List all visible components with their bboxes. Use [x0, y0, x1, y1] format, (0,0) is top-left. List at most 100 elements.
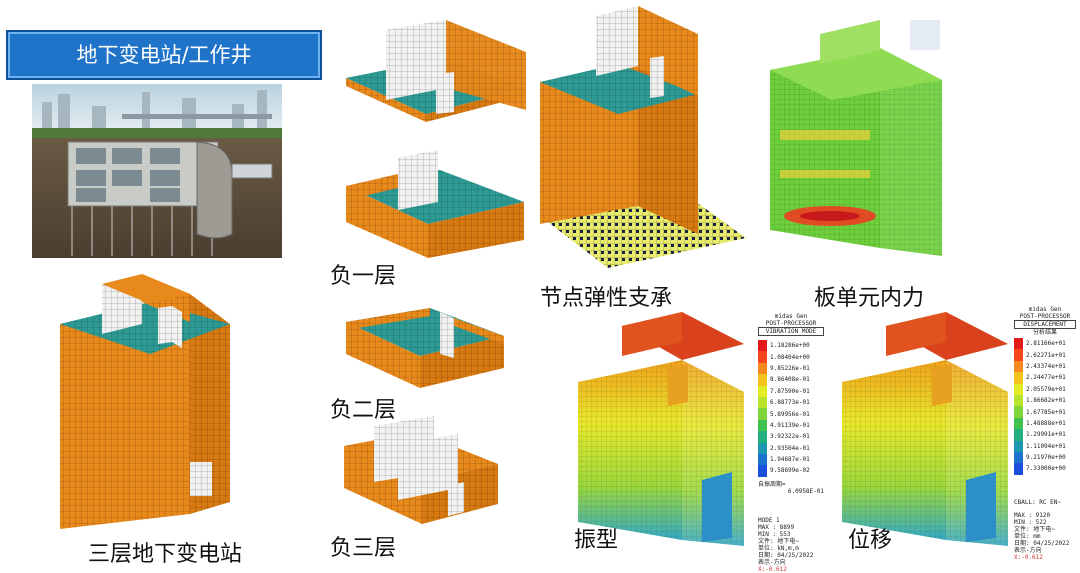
- mode-legend-row: 2.93504e-01: [758, 442, 824, 454]
- caption-main: 三层地下变电站: [88, 542, 243, 567]
- legend-hdr-1: midas Gen: [774, 313, 808, 320]
- disp-legend-value: 2.81166e+01: [1026, 340, 1066, 348]
- disp-view: 表示-方向: [1014, 546, 1042, 554]
- mode-legend-row: 4.91139e-01: [758, 419, 824, 432]
- disp-legend-swatch: [1014, 383, 1023, 395]
- disp-legend-row: 7.33000e+00: [1014, 463, 1076, 475]
- mode-legend-row: 9.85226e-01: [758, 362, 824, 375]
- mode-legend-row: 6.88773e-01: [758, 396, 824, 409]
- mode-legend-value: 1.08404e+00: [770, 353, 810, 361]
- disp-legend-row: 2.81166e+01: [1014, 338, 1076, 350]
- mode-legend-value: 9.85226e-01: [770, 364, 810, 372]
- main-model: [60, 274, 230, 529]
- disp-legend-value: 2.43374e+01: [1026, 362, 1066, 370]
- disp-legend-value: 2.62271e+01: [1026, 351, 1066, 359]
- disp-legend-row: 1.86682e+01: [1014, 394, 1076, 407]
- plate-force-model: [770, 20, 942, 256]
- mode-legend-row: 5.89956e-01: [758, 408, 824, 420]
- disp-cball: CBALL: RC EN~: [1014, 498, 1061, 506]
- title-banner: 地下变电站/工作井: [6, 30, 322, 80]
- disp-hdr-3: DISPLACEMENT: [1014, 320, 1076, 329]
- mode-legend-swatch: [758, 362, 767, 375]
- disp-legend-value: 1.48888e+01: [1026, 419, 1066, 427]
- disp-legend-swatch: [1014, 429, 1023, 441]
- mode-legend-row: 1.08404e+00: [758, 351, 824, 363]
- displacement-model: [842, 312, 1008, 546]
- mode-legend-value: 4.91139e-01: [770, 421, 810, 429]
- disp-legend-swatch: [1014, 451, 1023, 464]
- disp-date: 日期: 04/25/2022: [1014, 539, 1070, 547]
- mode-legend: midas Gen POST-PROCESSOR VIBRATION MODE …: [758, 313, 824, 573]
- legend-hdr-2: POST-PROCESSOR: [765, 320, 817, 327]
- disp-legend-row: 2.62271e+01: [1014, 349, 1076, 361]
- caption-b3: 负三层: [330, 536, 397, 561]
- disp-legend-swatch: [1014, 406, 1023, 418]
- mode-legend-swatch: [758, 374, 767, 386]
- mode-legend-swatch: [758, 340, 767, 352]
- mode-legend-swatch: [758, 351, 767, 363]
- disp-file: 文件: 地下电~: [1014, 525, 1055, 533]
- mode-legend-value: 3.92322e-01: [770, 433, 810, 441]
- mode-legend-value: 9.58699e-02: [770, 467, 810, 475]
- disp-legend-swatch: [1014, 372, 1023, 384]
- mode-date: 日期: 04/25/2022: [758, 551, 814, 559]
- disp-sub: 分析结果: [1032, 329, 1057, 336]
- mode-coord: X:-0.612: [758, 565, 787, 573]
- disp-legend: midas Gen POST-PROCESSOR DISPLACEMENT 分析…: [1014, 306, 1076, 561]
- disp-legend-value: 1.86682e+01: [1026, 397, 1066, 405]
- disp-legend-swatch: [1014, 349, 1023, 361]
- disp-legend-row: 1.11094e+01: [1014, 440, 1076, 452]
- caption-disp: 位移: [848, 528, 893, 553]
- b3-model: [344, 416, 498, 524]
- disp-hdr-1: midas Gen: [1028, 306, 1062, 313]
- disp-hdr-2: POST-PROCESSOR: [1019, 313, 1071, 320]
- disp-legend-swatch: [1014, 417, 1023, 430]
- mode-legend-swatch: [758, 431, 767, 443]
- mode-legend-swatch: [758, 442, 767, 454]
- mode-legend-row: 7.87590e-01: [758, 385, 824, 397]
- mode-legend-value: 8.86408e-01: [770, 376, 810, 384]
- title-text: 地下变电站/工作井: [76, 43, 252, 67]
- mode-max: MAX : 8899: [758, 523, 795, 531]
- disp-legend-row: 1.48888e+01: [1014, 417, 1076, 430]
- mode-shape-model: [578, 312, 744, 546]
- caption-b2: 负二层: [330, 398, 397, 423]
- caption-b1: 负一层: [330, 264, 397, 289]
- mode-legend-value: 5.89956e-01: [770, 410, 810, 418]
- disp-legend-value: 1.11094e+01: [1026, 442, 1066, 450]
- mode-legend-swatch: [758, 408, 767, 420]
- disp-legend-scale: 2.81166e+01 2.62271e+01 2.43374e+01 2.24477…: [1014, 338, 1076, 475]
- mode-legend-swatch: [758, 396, 767, 409]
- disp-legend-value: 9.21970e+00: [1026, 454, 1066, 462]
- disp-legend-value: 1.29991e+01: [1026, 431, 1066, 439]
- caption-plate: 板单元内力: [814, 286, 925, 311]
- mode-legend-row: 1.94687e-01: [758, 453, 824, 466]
- mode-legend-value: 1.94687e-01: [770, 456, 810, 464]
- mode-legend-swatch: [758, 419, 767, 432]
- mode-unit: 单位: kN,m,m: [758, 544, 799, 552]
- mode-legend-row: 9.58699e-02: [758, 465, 824, 477]
- disp-legend-row: 2.24477e+01: [1014, 372, 1076, 384]
- b1-top-model: [346, 20, 526, 122]
- mode-legend-swatch: [758, 465, 767, 477]
- b1-model: [346, 150, 524, 258]
- mode-legend-value: 2.93504e-01: [770, 444, 810, 452]
- disp-min: MIN : 522: [1014, 518, 1047, 526]
- mode-note1: 自振周期=: [758, 480, 786, 488]
- mode-legend-row: 3.92322e-01: [758, 431, 824, 443]
- disp-legend-value: 2.05579e+01: [1026, 385, 1066, 393]
- caption-spring: 节点弹性支承: [540, 286, 673, 311]
- disp-legend-value: 1.67785e+01: [1026, 408, 1066, 416]
- disp-unit: 单位: mm: [1014, 532, 1041, 540]
- disp-legend-swatch: [1014, 360, 1023, 373]
- disp-max: MAX : 9120: [1014, 511, 1051, 519]
- disp-legend-value: 7.33000e+00: [1026, 465, 1066, 473]
- disp-legend-swatch: [1014, 338, 1023, 350]
- disp-legend-row: 9.21970e+00: [1014, 451, 1076, 464]
- disp-coord: X:-0.612: [1014, 553, 1043, 561]
- mode-legend-swatch: [758, 385, 767, 397]
- disp-legend-swatch: [1014, 440, 1023, 452]
- mode-min: MIN : 553: [758, 530, 791, 538]
- mode-note2: 6.0958E-01: [787, 487, 824, 495]
- mode-view: 表示-方向: [758, 558, 786, 566]
